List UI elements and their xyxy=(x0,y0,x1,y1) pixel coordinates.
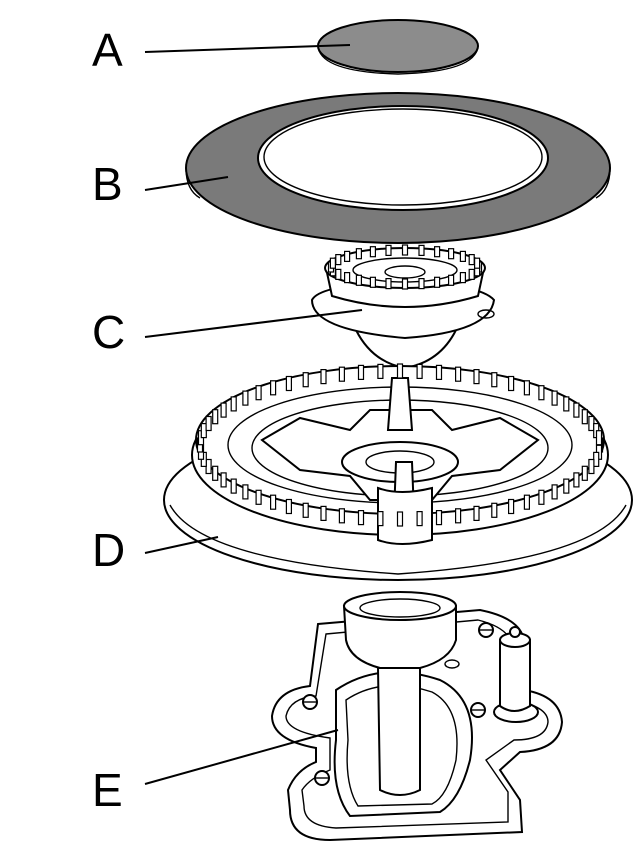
burner-port xyxy=(551,484,558,500)
burner-port xyxy=(581,465,588,481)
burner-port xyxy=(523,380,531,396)
burner-port xyxy=(418,278,425,290)
inner-burner-ports xyxy=(327,244,483,290)
burner-port xyxy=(377,511,384,527)
burner-port xyxy=(573,402,580,418)
burner-port xyxy=(551,390,558,406)
burner-port xyxy=(344,250,351,262)
burner-port xyxy=(385,244,392,256)
burner-port xyxy=(242,390,249,406)
label-c: C xyxy=(92,306,125,358)
burner-port xyxy=(255,385,262,401)
burner-port xyxy=(435,510,443,526)
burner-port xyxy=(416,511,423,527)
burner-port xyxy=(448,248,455,260)
label-b: B xyxy=(92,158,123,210)
burner-port xyxy=(459,250,466,262)
burner-port xyxy=(396,511,404,527)
burner-port xyxy=(369,246,376,258)
burner-port xyxy=(285,375,292,392)
burner-port xyxy=(468,268,475,280)
burner-port xyxy=(338,508,345,524)
burner-port xyxy=(230,478,237,494)
outer-burner-ports xyxy=(196,363,604,527)
burner-port xyxy=(329,257,336,269)
burner-port xyxy=(563,478,570,494)
burner-port xyxy=(435,364,443,380)
burner-port xyxy=(285,498,292,515)
leader-line-d xyxy=(144,536,219,554)
burner-port xyxy=(212,465,219,481)
burner-port xyxy=(491,502,498,518)
burner-port xyxy=(418,244,425,256)
burner-port xyxy=(563,396,570,412)
burner-port xyxy=(523,494,531,510)
burner-port xyxy=(355,248,362,260)
burner-port xyxy=(434,246,441,258)
burner-port xyxy=(538,385,545,401)
burner-port xyxy=(455,366,462,382)
burner-port xyxy=(474,257,481,269)
burner-port xyxy=(320,505,327,521)
burner-port xyxy=(473,505,480,521)
burner-port xyxy=(385,278,392,290)
burner-port xyxy=(396,363,404,379)
burner-port xyxy=(448,274,455,286)
burner-port xyxy=(573,472,580,488)
burner-port xyxy=(212,409,219,425)
burner-port xyxy=(459,272,466,284)
burner-port xyxy=(508,375,515,392)
leader-line-c xyxy=(144,309,363,338)
leader-line-b xyxy=(144,176,229,191)
burner-port xyxy=(468,254,475,266)
burner-port xyxy=(357,510,365,526)
burner-port xyxy=(357,364,365,380)
burner-port xyxy=(401,244,409,256)
burner-port xyxy=(508,498,515,515)
burner-port xyxy=(270,380,277,396)
burner-port xyxy=(455,508,462,524)
burner-port xyxy=(302,502,309,518)
label-e: E xyxy=(92,764,123,816)
part-d-outer-burner-ring xyxy=(163,363,633,581)
leader-line-a xyxy=(144,44,351,53)
burner-port xyxy=(595,430,603,446)
burner-port xyxy=(335,268,342,280)
part-b-trim-ring xyxy=(184,92,612,244)
burner-port xyxy=(355,274,362,286)
burner-port xyxy=(588,458,595,475)
label-d: D xyxy=(92,524,125,576)
burner-port xyxy=(302,372,309,388)
part-a-burner-cap xyxy=(317,19,479,75)
burner-port xyxy=(491,372,498,388)
burner-port xyxy=(335,254,342,266)
burner-port xyxy=(320,369,327,385)
leader-line-e xyxy=(144,729,339,785)
burner-port xyxy=(416,363,423,379)
burner-port xyxy=(369,276,376,288)
burner-port xyxy=(538,489,545,505)
label-a: A xyxy=(92,24,123,76)
burner-port xyxy=(581,409,588,425)
part-e-burner-base xyxy=(270,591,564,842)
burner-port xyxy=(242,484,249,500)
part-c-inner-burner-head xyxy=(310,244,496,370)
burner-port xyxy=(205,415,212,432)
burner-port xyxy=(473,369,480,385)
burner-port xyxy=(270,494,277,510)
burner-port xyxy=(220,472,227,488)
burner-port xyxy=(230,396,237,412)
burner-port xyxy=(401,278,409,290)
burner-port xyxy=(220,402,227,418)
burner-port xyxy=(338,366,345,382)
burner-port xyxy=(344,272,351,284)
burner-port xyxy=(255,489,262,505)
burner-port xyxy=(377,363,384,379)
burner-port xyxy=(434,276,441,288)
